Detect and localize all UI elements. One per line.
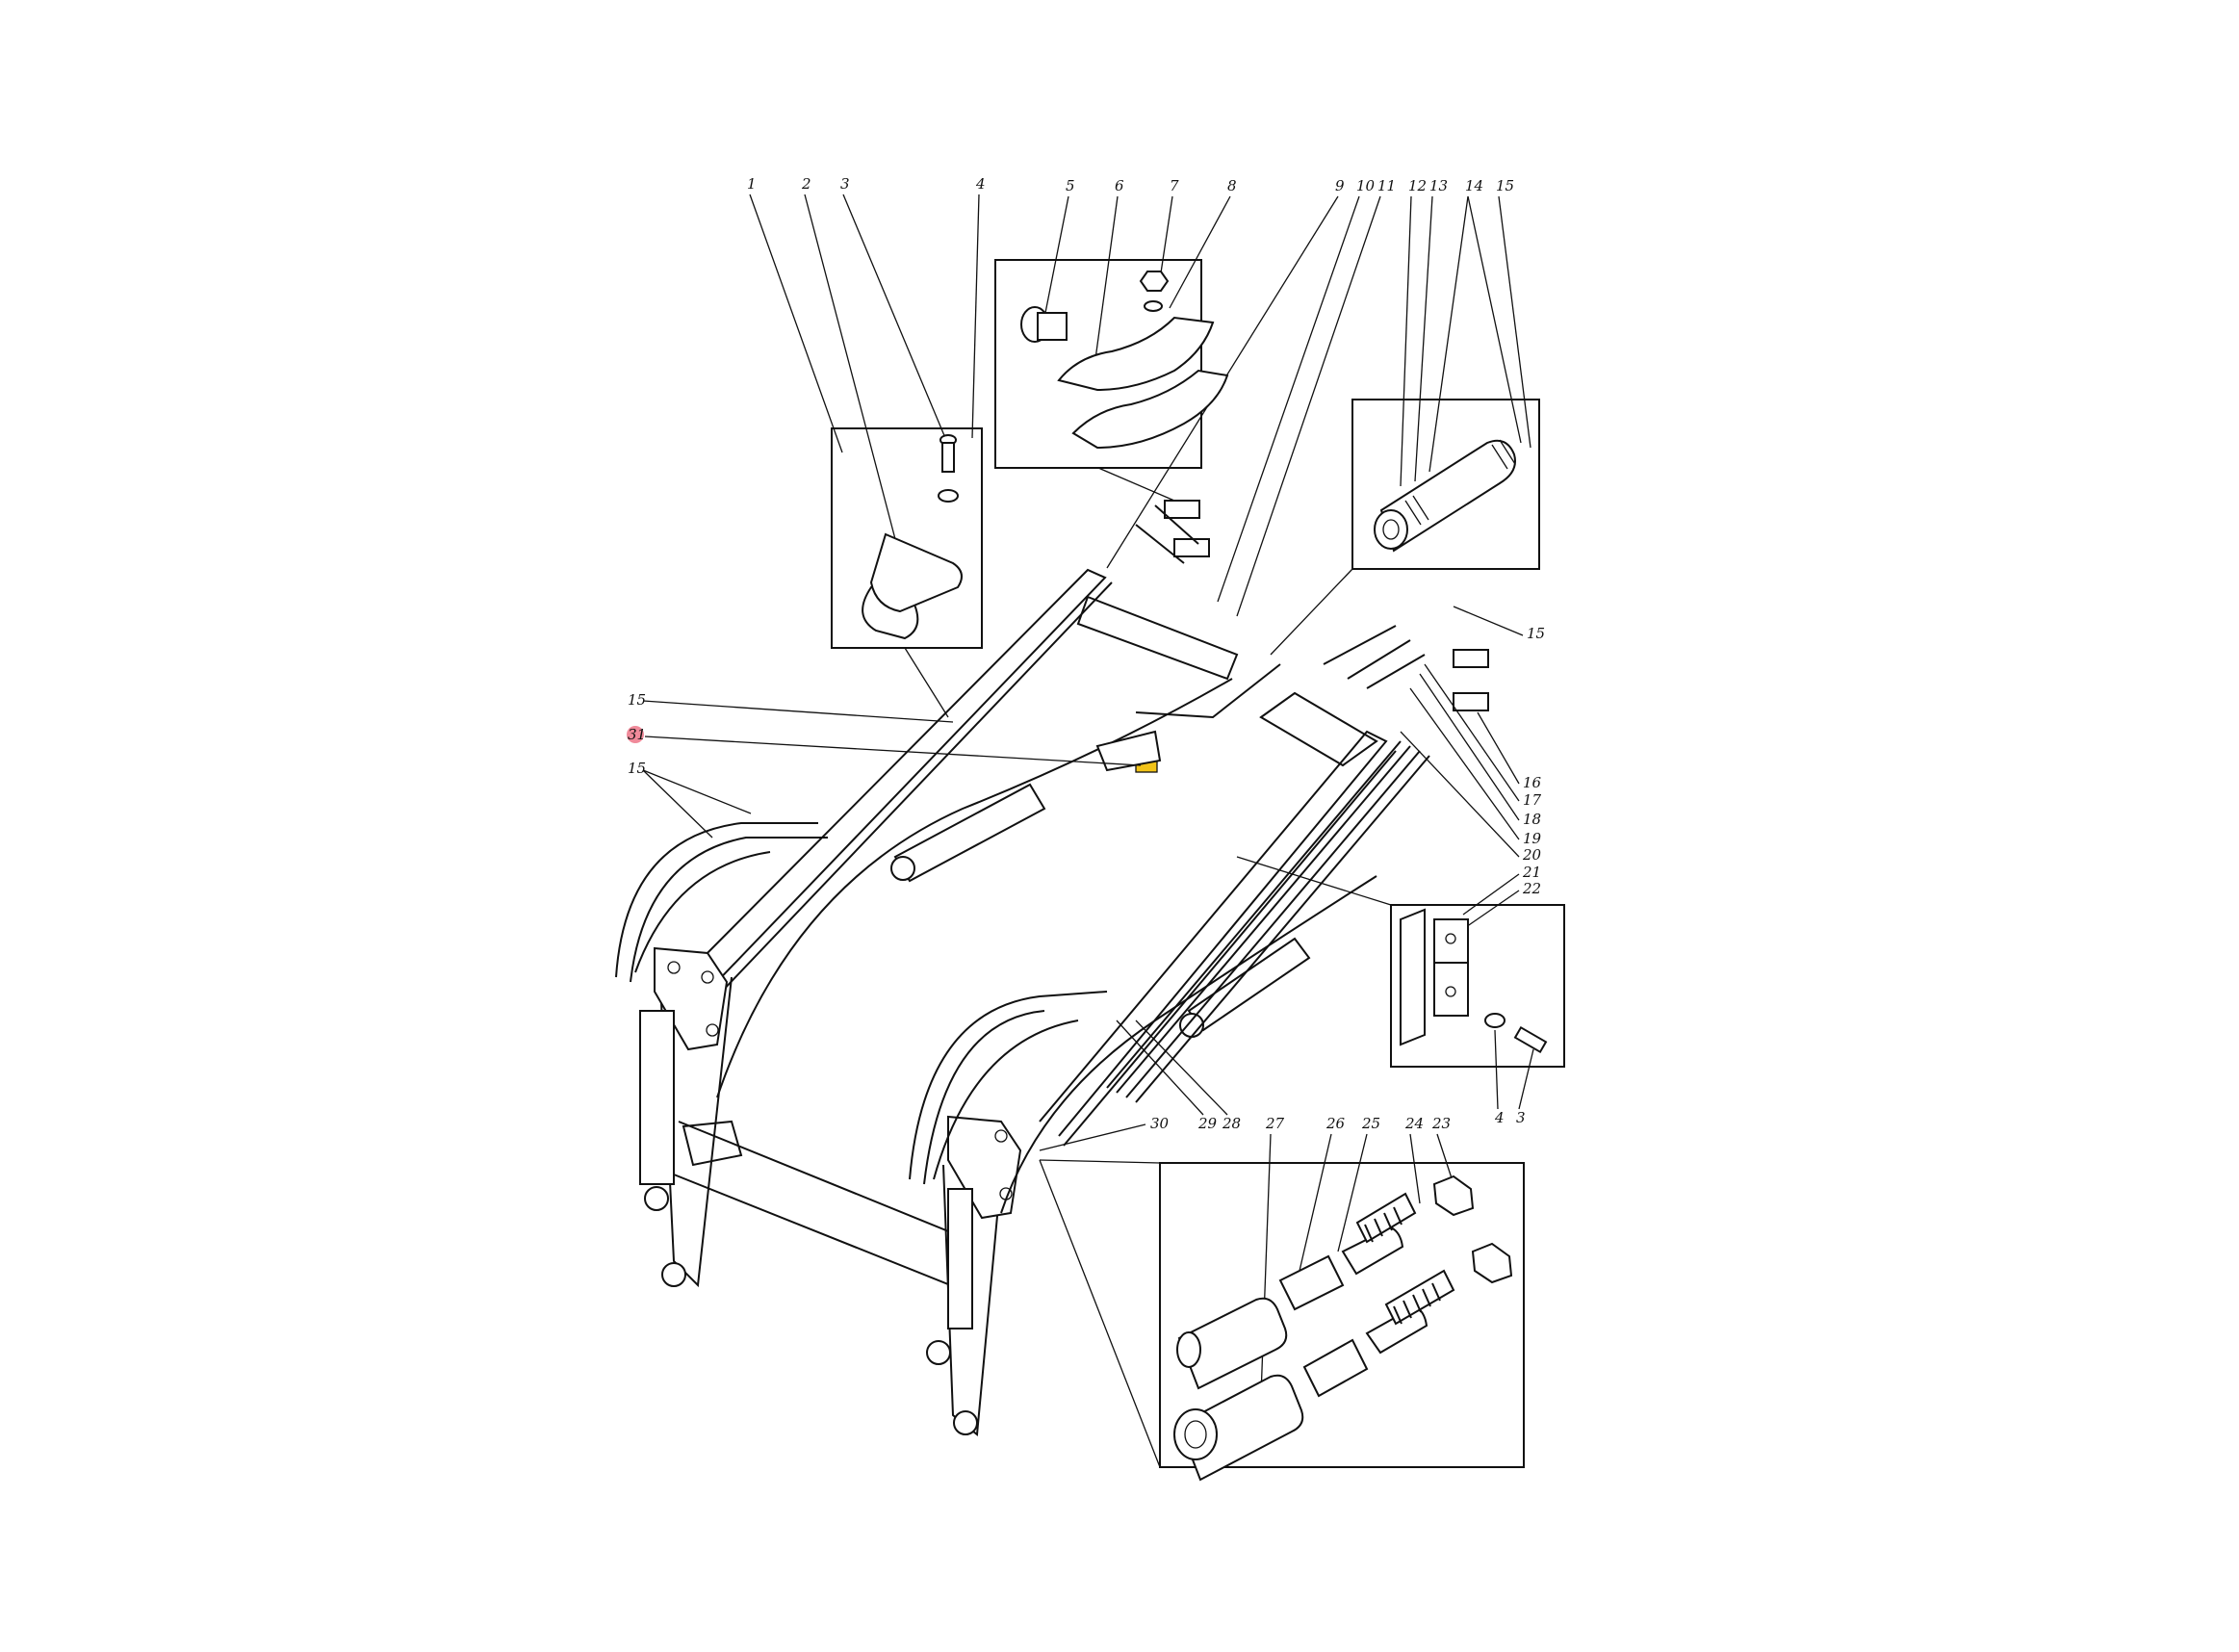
top-connector-upper[interactable] (1164, 500, 1200, 519)
callout-27[interactable]: 27 (1265, 1115, 1285, 1132)
pad-bolt[interactable] (1513, 1025, 1548, 1054)
callout-18[interactable]: 18 (1523, 811, 1541, 828)
coupler-upper-nose[interactable] (1176, 1331, 1201, 1368)
callout-23[interactable]: 23 (1431, 1115, 1451, 1132)
coupler-upper-nut[interactable] (1432, 1174, 1475, 1217)
callout-24[interactable]: 24 (1404, 1115, 1424, 1132)
callout-14[interactable]: 14 (1465, 177, 1483, 194)
inset-bracket-clamp (831, 427, 983, 718)
callout-6[interactable]: 6 (1115, 177, 1124, 194)
right-connector-lower[interactable] (1453, 692, 1489, 711)
callout-17[interactable]: 17 (1523, 791, 1542, 809)
callout-26[interactable]: 26 (1325, 1115, 1346, 1132)
callout-11[interactable]: 11 (1377, 177, 1396, 194)
callout-1[interactable]: 1 (747, 175, 757, 193)
frame-arch-right (1000, 875, 1377, 1214)
callout-12[interactable]: 12 (1408, 177, 1427, 194)
callout-15-top[interactable]: 15 (1496, 177, 1514, 194)
left-pipe-run[interactable] (1135, 663, 1281, 719)
pad-washer[interactable] (1484, 1013, 1506, 1028)
callout-4[interactable]: 4 (975, 175, 986, 193)
callout-3[interactable]: 3 (840, 175, 850, 193)
top-callout-numbers: 1 2 3 4 5 6 7 8 9 10 11 12 13 14 15 (747, 175, 1514, 194)
pad-plate-upper[interactable] (1433, 918, 1469, 964)
inset-quick-couplers (1039, 1159, 1525, 1482)
protective-sleeve[interactable] (1379, 439, 1516, 553)
coupler-lower-ring[interactable] (1302, 1338, 1369, 1398)
loader-frame (654, 568, 1397, 1436)
right-connector-upper[interactable] (1453, 649, 1489, 668)
top-connector-lower[interactable] (1173, 538, 1210, 557)
callout-16[interactable]: 16 (1523, 774, 1542, 791)
callout-3-inset[interactable]: 3 (1516, 1109, 1526, 1126)
callout-13[interactable]: 13 (1429, 177, 1448, 194)
callout-9[interactable]: 9 (1335, 177, 1345, 194)
callout-29[interactable]: 29 (1197, 1115, 1218, 1132)
hydraulic-cylinders (639, 783, 1311, 1365)
callout-10[interactable]: 10 (1356, 177, 1376, 194)
hex-nut[interactable] (1139, 271, 1170, 292)
callout-7[interactable]: 7 (1170, 177, 1179, 194)
callout-15-left-lower[interactable]: 15 (628, 760, 646, 777)
callout-25[interactable]: 25 (1361, 1115, 1380, 1132)
inset-hose-sleeve (1270, 399, 1540, 656)
callout-30[interactable]: 30 (1150, 1115, 1170, 1132)
control-valve-body[interactable] (1095, 730, 1162, 772)
coupler-lower-nut[interactable] (1471, 1242, 1513, 1284)
inset-rubber-pads: 4 3 (1236, 856, 1565, 1126)
lower-cross-beam[interactable] (673, 1121, 964, 1292)
coupler-lower-socket[interactable] (1173, 1408, 1218, 1460)
callout-15-left-upper[interactable]: 15 (628, 691, 646, 709)
callout-2[interactable]: 2 (801, 175, 811, 193)
right-hose-bundle[interactable] (1106, 740, 1402, 1089)
coupler-upper-ring[interactable] (1278, 1254, 1345, 1311)
highlighted-valve (1095, 730, 1162, 773)
spacer-sleeve-body[interactable] (1037, 312, 1068, 341)
coupler-lower-spring[interactable] (1384, 1269, 1455, 1326)
right-hose-outer[interactable] (909, 991, 1108, 1180)
right-boom-arm[interactable] (1039, 730, 1388, 1137)
callout-22[interactable]: 22 (1522, 880, 1541, 897)
callout-8[interactable]: 8 (1227, 177, 1237, 194)
callout-31-marker[interactable] (627, 726, 644, 743)
clamp-plate-upper[interactable] (1057, 316, 1215, 392)
coupler-upper-body[interactable] (1177, 1297, 1288, 1390)
callout-19[interactable]: 19 (1523, 830, 1542, 847)
bolt-shank[interactable] (941, 442, 955, 473)
callout-15-right[interactable]: 15 (1527, 625, 1545, 642)
left-hose-outer[interactable] (615, 822, 818, 978)
right-lower-pivot[interactable] (953, 1410, 978, 1435)
callout-5[interactable]: 5 (1066, 177, 1075, 194)
upper-cross-beam[interactable] (1076, 595, 1239, 681)
mounting-plate-top[interactable] (1259, 691, 1378, 767)
inset-clamp-plates (994, 259, 1229, 502)
right-callouts: 15 16 17 18 19 20 21 22 (1400, 606, 1545, 930)
left-callouts: 15 31 15 (627, 691, 1142, 839)
clamp-bracket[interactable] (869, 532, 963, 613)
left-lower-pivot[interactable] (661, 1262, 686, 1287)
left-boom-arm[interactable] (687, 568, 1107, 993)
callout-31[interactable]: 31 (628, 726, 646, 743)
sleeve-end[interactable] (1374, 509, 1408, 550)
frame-arch-left (716, 678, 1233, 1098)
callout-28[interactable]: 28 (1222, 1115, 1241, 1132)
callout-21[interactable]: 21 (1522, 864, 1541, 881)
pad-plate-lower[interactable] (1433, 962, 1469, 1017)
rubber-pad[interactable] (1400, 908, 1426, 1046)
clamp-plate-lower[interactable] (1071, 369, 1229, 450)
callout-20[interactable]: 20 (1522, 846, 1542, 864)
spring-washer[interactable] (1144, 300, 1163, 312)
right-tilt-cylinder[interactable] (947, 1188, 973, 1329)
callout-4-inset[interactable]: 4 (1494, 1109, 1505, 1126)
hydraulic-hoses (615, 500, 1489, 1185)
washer[interactable] (938, 489, 959, 503)
left-tilt-cylinder[interactable] (639, 1010, 675, 1185)
